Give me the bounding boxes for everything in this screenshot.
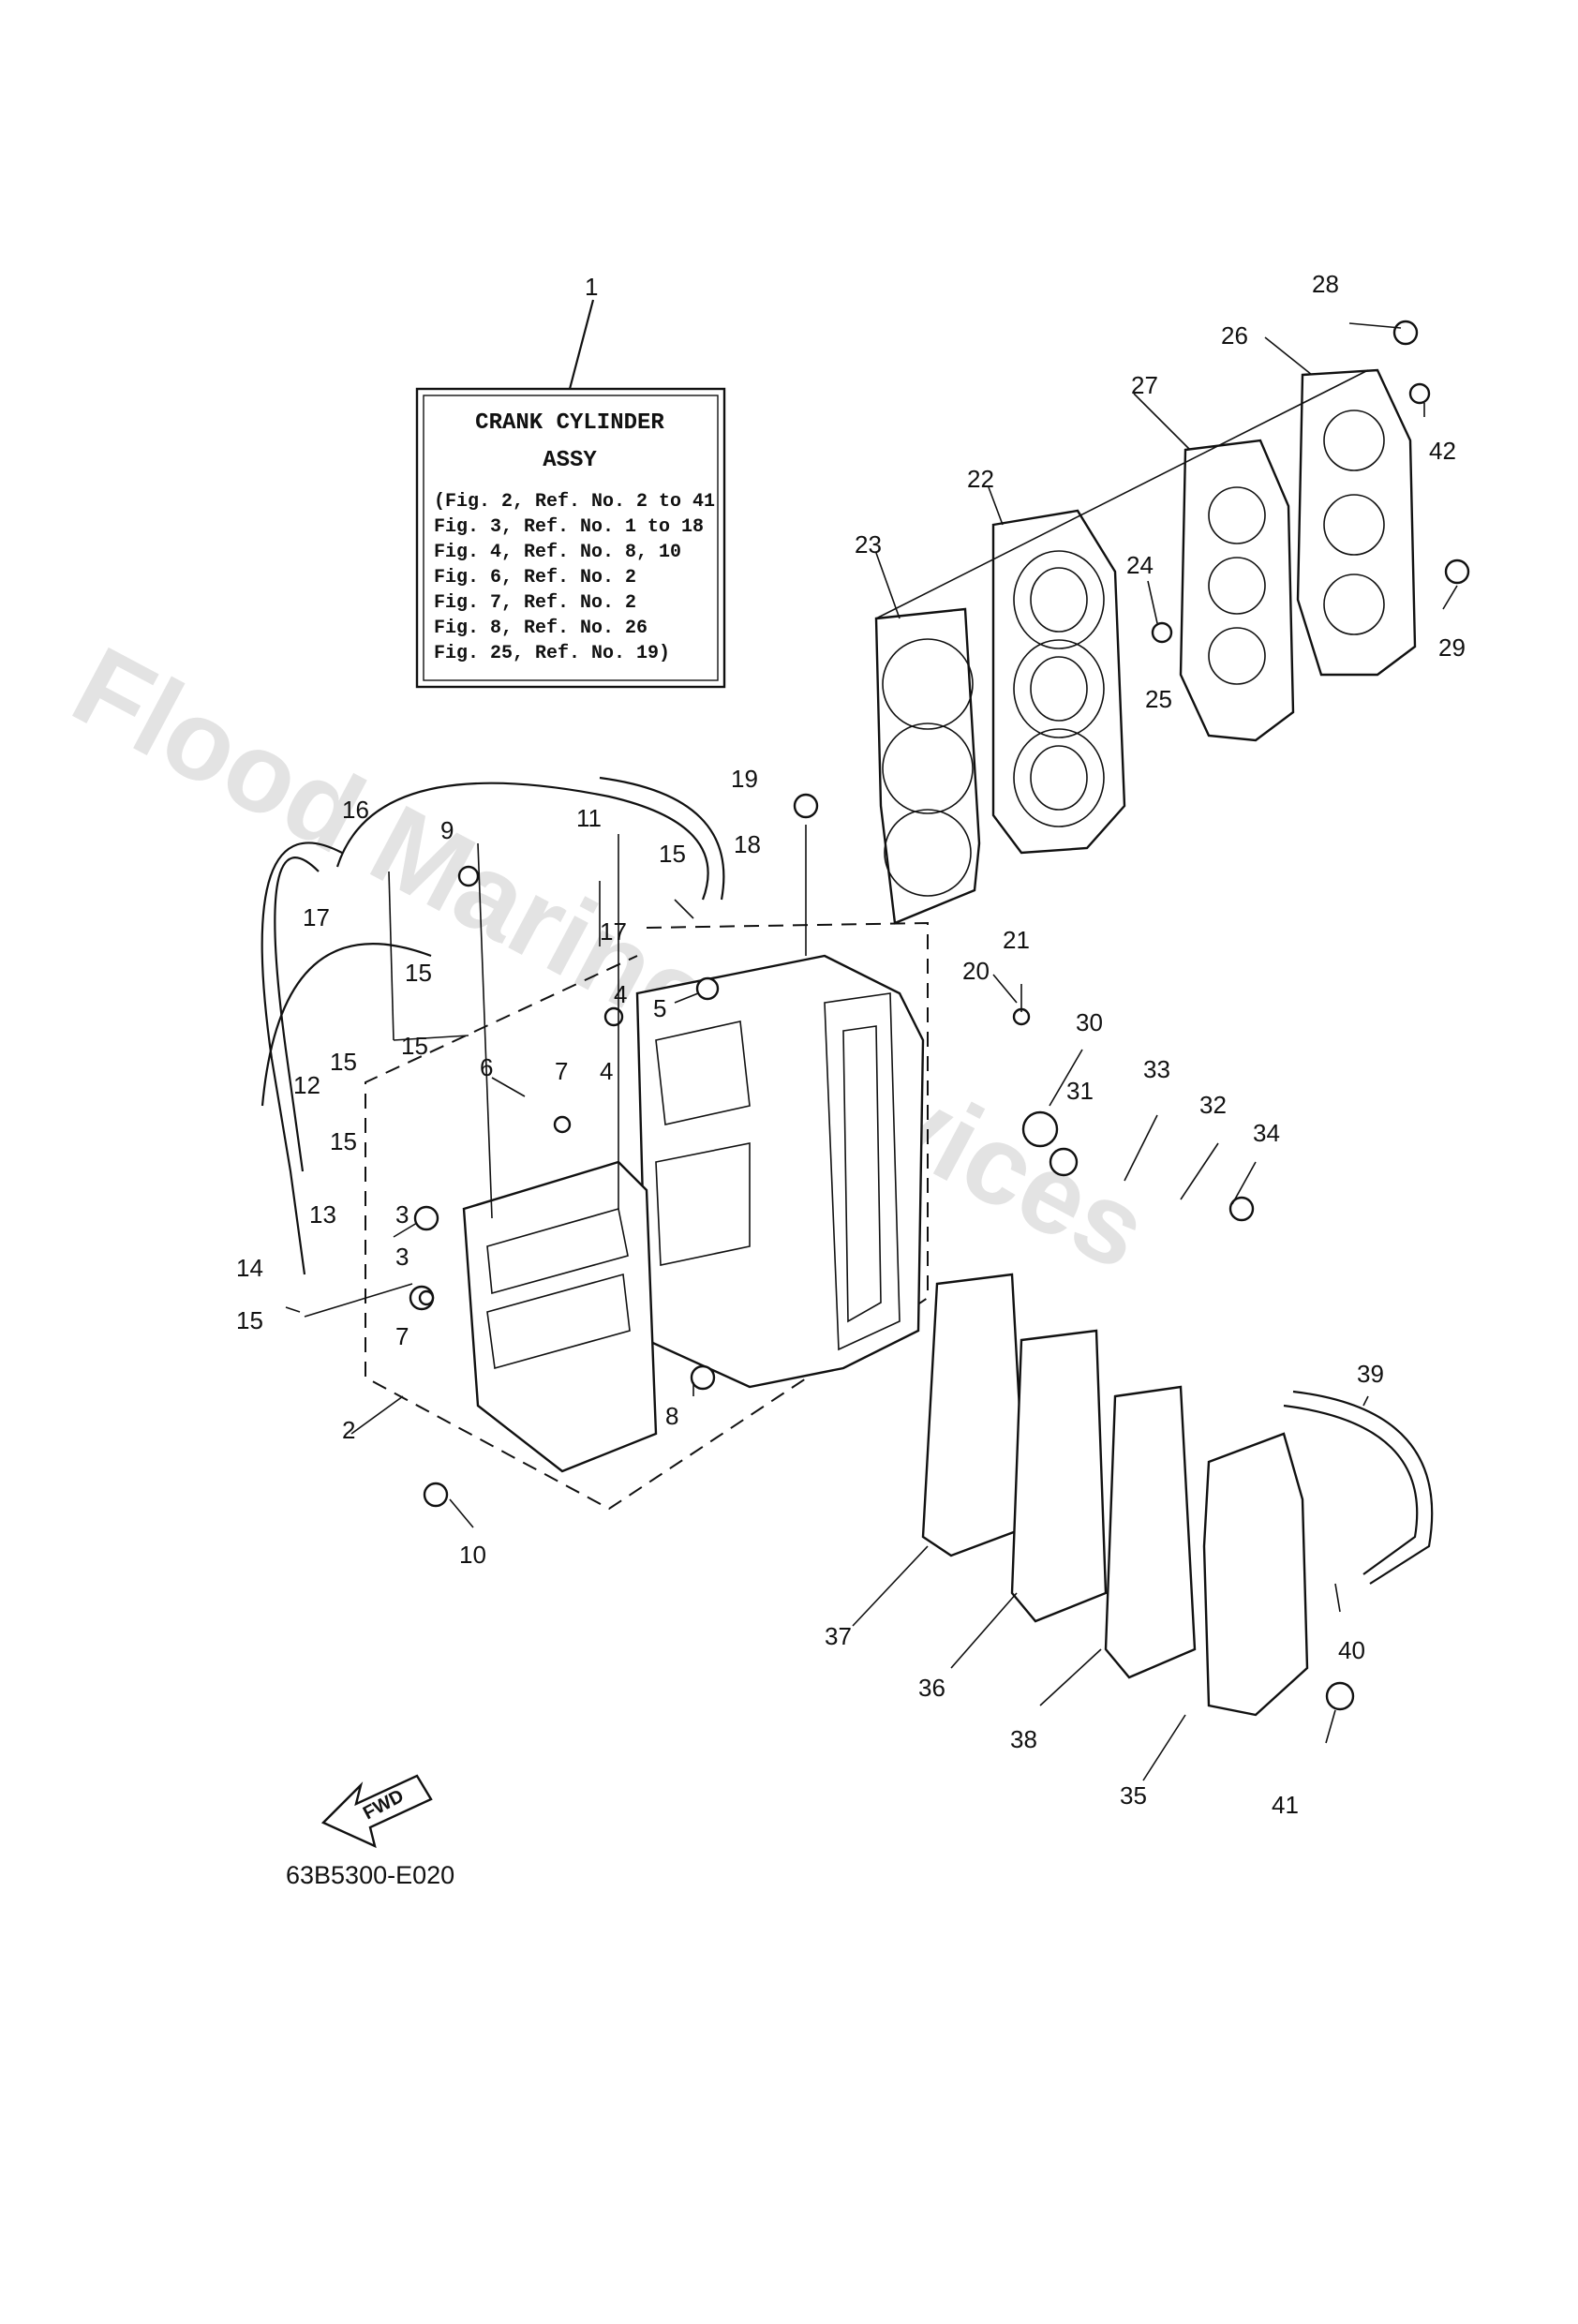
callout: 6 (480, 1053, 493, 1081)
callout: 15 (330, 1048, 357, 1076)
callout: 12 (293, 1071, 320, 1099)
callout: 28 (1312, 270, 1339, 298)
callout: 15 (659, 840, 686, 868)
callout: 38 (1010, 1725, 1037, 1753)
exhaust-plate (1010, 1329, 1108, 1623)
water-hose (261, 842, 343, 1275)
diagram-code: 63B5300-E020 (286, 1861, 454, 1889)
callout: 3 (395, 1200, 409, 1229)
crankcase (635, 954, 925, 1389)
callout: 22 (967, 465, 994, 493)
cylinder-head-gasket (874, 607, 981, 925)
callout: 5 (653, 994, 666, 1022)
callout: 3 (395, 1243, 409, 1271)
callout: 37 (825, 1622, 852, 1650)
head-cover (1296, 368, 1417, 677)
callout: 15 (236, 1306, 263, 1334)
callout: 29 (1438, 633, 1466, 662)
info-box-line: (Fig. 2, Ref. No. 2 to 41 (434, 491, 715, 513)
fastener (409, 320, 1470, 1711)
info-box: CRANK CYLINDER ASSY (Fig. 2, Ref. No. 2 … (415, 299, 726, 689)
exhaust-gasket (921, 1273, 1028, 1557)
callout: 31 (1066, 1077, 1094, 1105)
info-box-line: Fig. 7, Ref. No. 2 (434, 592, 636, 614)
callout-labels: 1 2 3 3 4 4 5 6 7 7 8 9 10 11 12 13 14 1… (236, 270, 1466, 1819)
forward-arrow-icon: FWD (320, 1774, 433, 1849)
callout: 33 (1143, 1055, 1170, 1083)
callout: 35 (1120, 1781, 1147, 1810)
leader-lines (285, 322, 1458, 1781)
exhaust-hose (1283, 1404, 1419, 1575)
callout: 16 (342, 796, 369, 824)
info-box-line: Fig. 4, Ref. No. 8, 10 (434, 542, 681, 563)
exhaust-gasket-outer (1104, 1385, 1197, 1679)
callout: 8 (665, 1402, 678, 1430)
callout: 4 (614, 980, 627, 1008)
info-box-line: Fig. 6, Ref. No. 2 (434, 567, 636, 588)
callout: 17 (303, 903, 330, 931)
callout: 18 (734, 830, 761, 858)
callout: 14 (236, 1254, 263, 1282)
callout: 34 (1253, 1119, 1280, 1147)
callout: 32 (1199, 1091, 1227, 1119)
callout: 1 (585, 273, 598, 301)
callout: 21 (1003, 926, 1030, 954)
crankcase-half (462, 1160, 658, 1473)
callout: 7 (555, 1057, 568, 1085)
callout: 40 (1338, 1636, 1365, 1664)
callout: 23 (855, 530, 882, 559)
callout: 9 (440, 816, 454, 844)
cylinder-head (991, 509, 1126, 855)
callout: 30 (1076, 1008, 1103, 1036)
callout: 13 (309, 1200, 336, 1229)
info-box-line: Fig. 3, Ref. No. 1 to 18 (434, 516, 704, 538)
info-box-title-1: CRANK CYLINDER (475, 410, 664, 436)
info-box-line: Fig. 25, Ref. No. 19) (434, 643, 670, 664)
callout: 15 (405, 959, 432, 987)
callout: 39 (1357, 1360, 1384, 1388)
assembly-outline (365, 921, 929, 1511)
callout: 26 (1221, 321, 1248, 350)
callout: 7 (395, 1322, 409, 1350)
callout: 41 (1272, 1791, 1299, 1819)
callout: 19 (731, 765, 758, 793)
callout: 42 (1429, 437, 1456, 465)
callout: 4 (600, 1057, 613, 1085)
info-box-line: Fig. 8, Ref. No. 26 (434, 618, 648, 639)
callout: 15 (330, 1127, 357, 1155)
callout: 36 (918, 1674, 945, 1702)
callout: 15 (401, 1032, 428, 1060)
callout: 10 (459, 1541, 486, 1569)
callout: 11 (576, 804, 602, 832)
head-cover-gasket (1179, 439, 1295, 742)
callout: 24 (1126, 551, 1154, 579)
callout: 20 (962, 957, 990, 985)
exhaust-cover (1202, 1432, 1309, 1717)
callout: 25 (1145, 685, 1172, 713)
info-box-title-2: ASSY (543, 448, 597, 473)
callout: 27 (1131, 371, 1158, 399)
callout: 17 (600, 917, 627, 946)
callout: 2 (342, 1416, 355, 1444)
